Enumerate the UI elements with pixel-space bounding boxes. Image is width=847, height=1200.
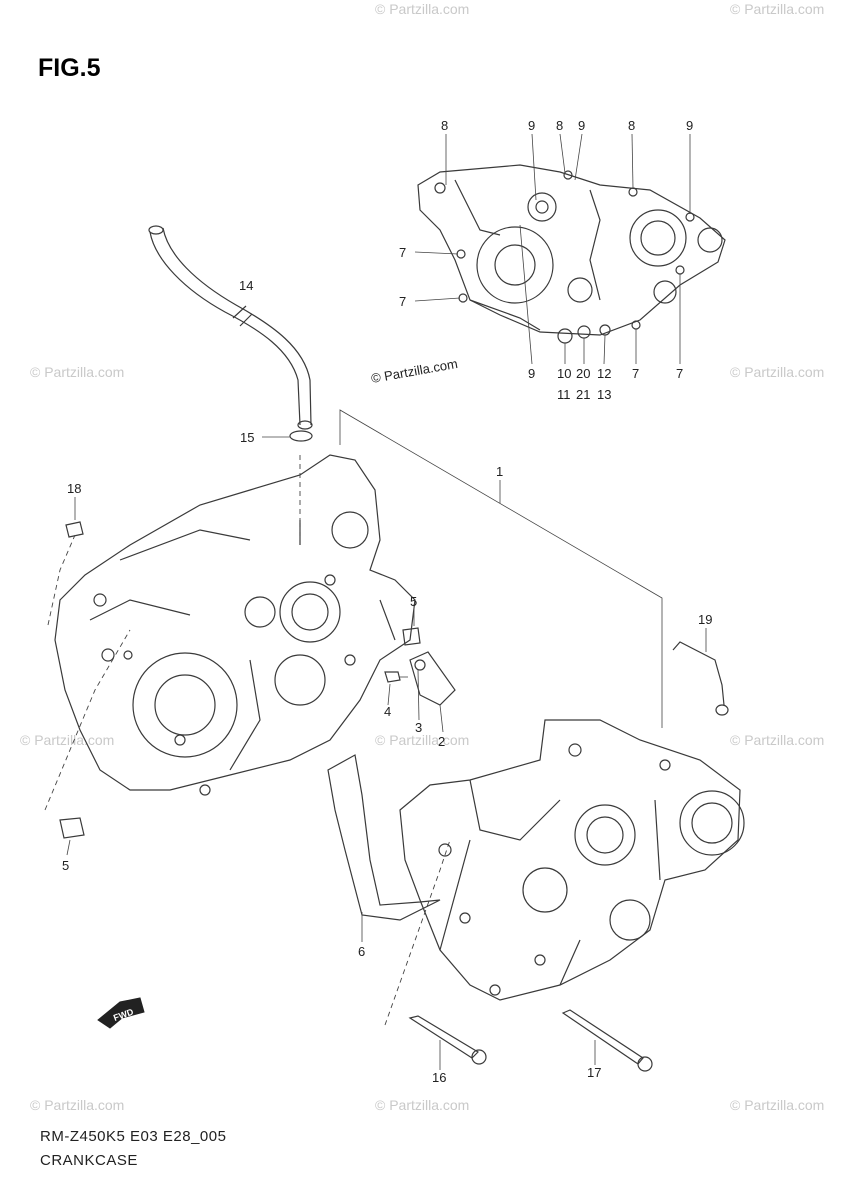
watermark: © Partzilla.com	[730, 1097, 824, 1113]
dowel-5-upper	[402, 627, 421, 646]
dowel-5-lower	[59, 817, 85, 839]
callout-9: 9	[578, 118, 585, 133]
callout-7: 7	[399, 245, 406, 260]
callout-2: 2	[438, 734, 445, 749]
callout-layer: 8 9 8 9 8 9 7 7 9 10 11 20 21 12 13 7 7 …	[62, 118, 712, 1085]
watermark: © Partzilla.com	[730, 732, 824, 748]
plate-2	[409, 651, 456, 706]
callout-20: 20	[576, 366, 590, 381]
callout-9: 9	[686, 118, 693, 133]
figure-title: FIG.5	[38, 54, 101, 82]
callout-19: 19	[698, 612, 712, 627]
callout-7: 7	[399, 294, 406, 309]
callout-9: 9	[528, 118, 535, 133]
watermark: © Partzilla.com	[730, 1, 824, 17]
watermark: © Partzilla.com	[20, 732, 114, 748]
callout-7: 7	[676, 366, 683, 381]
hose-clamp	[262, 430, 313, 442]
callout-18: 18	[67, 481, 81, 496]
bolt-17	[561, 1009, 644, 1065]
callout-7: 7	[632, 366, 639, 381]
callout-17: 17	[587, 1065, 601, 1080]
right-crankcase	[327, 628, 745, 1072]
callout-6: 6	[358, 944, 365, 959]
watermark-layer: © Partzilla.com © Partzilla.com © Partzi…	[20, 1, 824, 1113]
callout-8: 8	[628, 118, 635, 133]
alignment-lines	[44, 455, 451, 1026]
callout-5: 5	[410, 594, 417, 609]
watermark: © Partzilla.com	[730, 364, 824, 380]
callout-21: 21	[576, 387, 590, 402]
watermark: © Partzilla.com	[375, 732, 469, 748]
crankcase-inset	[414, 133, 726, 365]
bolt-16	[408, 1015, 479, 1059]
callout-5: 5	[62, 858, 69, 873]
watermark: © Partzilla.com	[375, 1097, 469, 1113]
callout-4: 4	[384, 704, 391, 719]
callout-8: 8	[556, 118, 563, 133]
callout-16: 16	[432, 1070, 446, 1085]
forward-arrow-icon: FWD	[97, 997, 145, 1029]
figure-caption: CRANKCASE	[40, 1152, 138, 1169]
left-crankcase	[54, 454, 456, 856]
callout-9: 9	[528, 366, 535, 381]
watermark: © Partzilla.com	[375, 1, 469, 17]
part-1-bracket	[339, 409, 663, 728]
callout-14: 14	[239, 278, 253, 293]
callout-1: 1	[496, 464, 503, 479]
callout-12: 12	[597, 366, 611, 381]
nut-18	[65, 521, 84, 538]
model-code: RM-Z450K5 E03 E28_005	[40, 1128, 227, 1145]
watermark: © Partzilla.com	[30, 364, 124, 380]
callout-13: 13	[597, 387, 611, 402]
callout-11: 11	[557, 387, 571, 402]
callout-3: 3	[415, 720, 422, 735]
watermark: © Partzilla.com	[30, 1097, 124, 1113]
bolt-4	[384, 671, 401, 683]
callout-8: 8	[441, 118, 448, 133]
callout-15: 15	[240, 430, 254, 445]
callout-10: 10	[557, 366, 571, 381]
breather-hose	[148, 225, 313, 430]
copyright-label: © Partzilla.com	[370, 356, 459, 386]
